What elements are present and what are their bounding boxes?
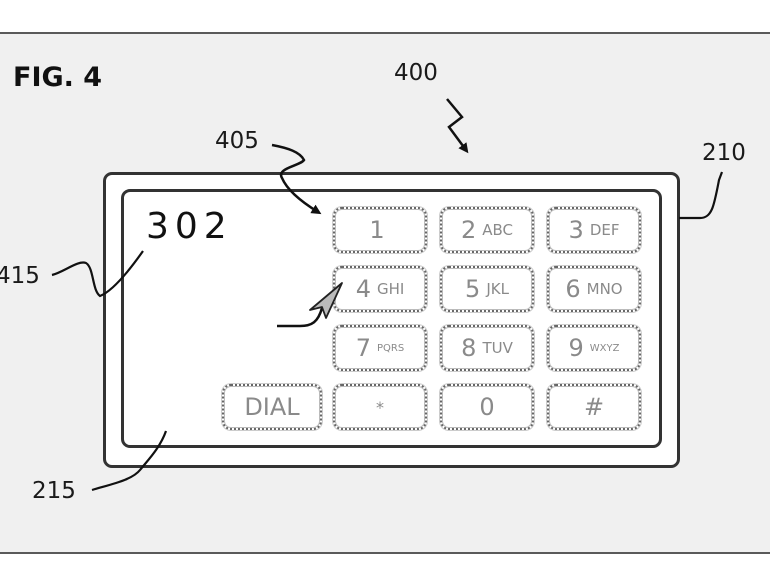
key-4[interactable]: 4 GHI [333, 266, 427, 312]
key-digit: # [583, 393, 605, 421]
key-digit: 1 [369, 216, 385, 244]
leader-210 [679, 171, 724, 220]
key-letters: ABC [482, 221, 514, 239]
leader-415 [51, 250, 144, 298]
leader-410 [277, 307, 324, 328]
key-hash[interactable]: # [547, 384, 641, 430]
key-9[interactable]: 9 WXYZ [547, 325, 641, 371]
key-3[interactable]: 3 DEF [547, 207, 641, 253]
ref-210-label: 210 [702, 140, 746, 166]
key-digit: 5 [465, 275, 481, 303]
key-digit: 8 [461, 334, 477, 362]
key-digit: * [376, 397, 384, 417]
key-6[interactable]: 6 MNO [547, 266, 641, 312]
key-letters: TUV [482, 339, 513, 357]
key-letters: GHI [376, 280, 405, 298]
key-letters: MNO [586, 280, 623, 298]
dialed-number-display: 302 [146, 206, 233, 247]
ref-415-label: 415 [0, 263, 40, 289]
ref-215-label: 215 [32, 478, 76, 504]
cursor-pointer-icon [309, 282, 343, 319]
key-0[interactable]: 0 [440, 384, 534, 430]
key-star[interactable]: * [333, 384, 427, 430]
key-8[interactable]: 8 TUV [440, 325, 534, 371]
dial-button[interactable]: DIAL [222, 384, 322, 430]
key-7[interactable]: 7 PQRS [333, 325, 427, 371]
key-letters: WXYZ [589, 342, 620, 354]
key-digit: 4 [355, 275, 371, 303]
key-letters: JKL [486, 280, 509, 298]
ref-400-label: 400 [394, 60, 438, 86]
key-letters: PQRS [377, 342, 405, 354]
key-digit: 7 [355, 334, 372, 362]
leader-215 [91, 430, 168, 492]
key-digit: 3 [568, 216, 584, 244]
figure-title: FIG. 4 [13, 62, 103, 93]
key-digit: 0 [479, 393, 495, 421]
key-5[interactable]: 5 JKL [440, 266, 534, 312]
key-1[interactable]: 1 [333, 207, 427, 253]
leader-405 [271, 143, 322, 215]
key-digit: 9 [568, 334, 584, 362]
key-digit: 2 [460, 216, 477, 244]
leader-400 [446, 98, 469, 154]
key-letters: DEF [589, 221, 620, 239]
key-digit: 6 [565, 275, 581, 303]
key-2[interactable]: 2 ABC [440, 207, 534, 253]
ref-405-label: 405 [215, 128, 259, 154]
